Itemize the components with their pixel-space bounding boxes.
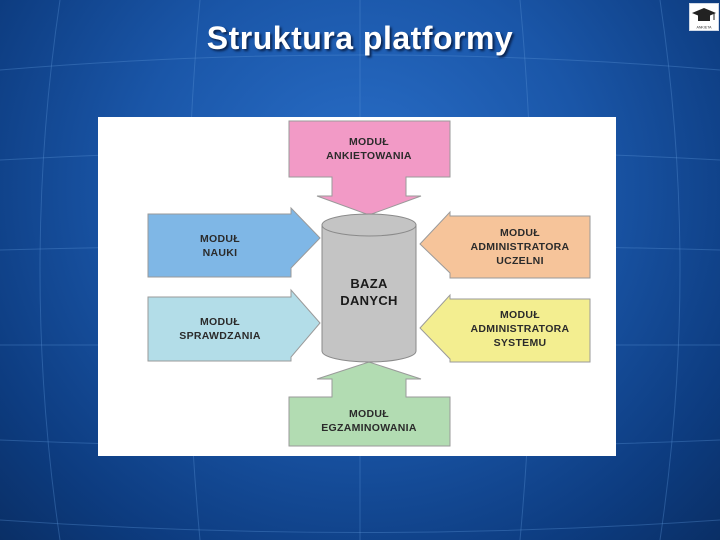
database-label-2: DANYCH bbox=[340, 293, 397, 308]
logo-caption: ANKIETA bbox=[696, 26, 712, 30]
module-left-upper-label-1: MODUŁ bbox=[200, 233, 240, 245]
database-cylinder bbox=[321, 213, 417, 363]
module-right-lower-label-2: ADMINISTRATORA bbox=[471, 323, 570, 335]
module-left-lower-label-2: SPRAWDZANIA bbox=[179, 330, 261, 342]
graduation-cap-icon: ANKIETA bbox=[692, 8, 716, 30]
module-right-lower-label-3: SYSTEMU bbox=[494, 337, 547, 349]
module-top-label-2: ANKIETOWANIA bbox=[326, 150, 412, 162]
module-left-upper-shape bbox=[147, 206, 321, 278]
architecture-diagram: MODUŁ ANKIETOWANIA MODUŁ NAUKI MODUŁ SPR… bbox=[98, 117, 616, 456]
module-right-lower-label-1: MODUŁ bbox=[500, 309, 540, 321]
module-right-upper-shape bbox=[419, 210, 591, 279]
module-bottom-shape bbox=[288, 361, 451, 447]
module-top-label-1: MODUŁ bbox=[349, 136, 389, 148]
module-left-lower-shape bbox=[147, 288, 321, 362]
module-right-upper-label-2: ADMINISTRATORA bbox=[471, 241, 570, 253]
module-top-shape bbox=[288, 120, 451, 216]
module-bottom-label-2: EGZAMINOWANIA bbox=[321, 422, 417, 434]
module-right-upper-label-3: UCZELNI bbox=[496, 255, 544, 267]
database-label-1: BAZA bbox=[350, 276, 388, 291]
module-left-upper-label-2: NAUKI bbox=[203, 247, 238, 259]
module-left-lower-label-1: MODUŁ bbox=[200, 316, 240, 328]
module-right-upper-label-1: MODUŁ bbox=[500, 227, 540, 239]
module-right-lower-shape bbox=[419, 293, 591, 363]
module-bottom-label-1: MODUŁ bbox=[349, 408, 389, 420]
database-body bbox=[321, 224, 417, 363]
database-top bbox=[321, 213, 417, 237]
slide-title: Struktura platformy bbox=[206, 20, 514, 56]
logo: ANKIETA bbox=[689, 3, 719, 31]
